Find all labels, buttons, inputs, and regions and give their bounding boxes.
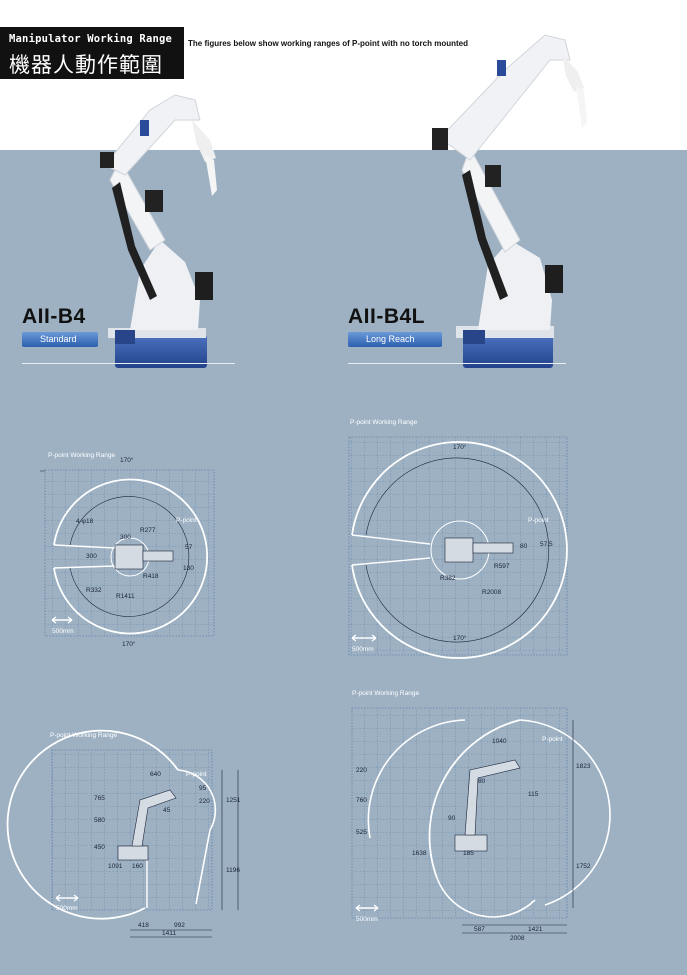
tv-b4-dim-5: 130 (183, 565, 194, 572)
sv-b4-right-1: 1196 (226, 867, 240, 874)
tv-b4-scale: 500mm (52, 628, 74, 635)
tv-b4-dim-0: 300 (120, 534, 131, 541)
top-view-b4-diagram (40, 469, 215, 637)
sv-b4-top-0: 640 (150, 771, 161, 778)
robot-b4-illustration (100, 94, 217, 368)
tv-b4-range-label: P-point Working Range (48, 452, 115, 459)
tv-b4-dim-7: R332 (86, 587, 102, 594)
tv-b4l-dim-0: P-point (528, 517, 549, 524)
tv-b4-dim-1: R277 (140, 527, 156, 534)
sv-b4-top-3: 220 (199, 798, 210, 805)
title-english: Manipulator Working Range (9, 33, 173, 45)
tv-b4l-range-label: P-point Working Range (350, 419, 417, 426)
sv-b4l-bottom-0: 587 (474, 926, 485, 933)
sv-b4l-right-1: 1752 (576, 863, 591, 870)
model-name-b4l: AII-B4L (348, 305, 425, 328)
badge-standard: Standard (22, 332, 98, 347)
sv-b4-bottom-1: 992 (174, 922, 185, 929)
side-view-b4l-diagram (351, 707, 611, 934)
sv-b4-mid-0: 45 (163, 807, 171, 814)
sv-b4-top-2: 95 (199, 785, 207, 792)
sv-b4l-bottom-1: 1421 (528, 926, 543, 933)
sv-b4l-mid-2: 90 (448, 815, 456, 822)
sv-b4-range-label: P-point Working Range (50, 732, 117, 739)
sv-b4l-bottom-2: 2008 (510, 935, 525, 942)
scale-arrow-icons (51, 616, 379, 912)
sv-b4l-top-2: 115 (528, 791, 539, 798)
sv-b4-left-2: 450 (94, 844, 105, 851)
sv-b4-bottom-2: 1411 (162, 930, 176, 937)
sv-b4l-left-1: 760 (356, 797, 367, 804)
sv-b4-mid-2: 1091 (108, 863, 123, 870)
sv-b4l-mid-0: 1638 (412, 850, 427, 857)
tv-b4l-dim-3: R597 (494, 563, 510, 570)
tv-b4l-dim-5: R2008 (482, 589, 502, 596)
model-name-b4: AII-B4 (22, 305, 86, 328)
badge-long-reach: Long Reach (348, 332, 442, 347)
sv-b4-bottom-0: 418 (138, 922, 149, 929)
header-title-box: Manipulator Working Range 機器人動作範圍 (0, 27, 184, 79)
robot-b4l-illustration (432, 34, 587, 368)
top-view-b4l-diagram (348, 436, 568, 659)
tv-b4l-scale: 500mm (352, 646, 374, 653)
sv-b4l-right-0: 1823 (576, 763, 591, 770)
sv-b4-right-0: 1251 (226, 797, 241, 804)
floor-line-left (22, 363, 235, 364)
tv-b4-dim-6: R418 (143, 573, 159, 580)
tv-b4l-angle-bottom: 170° (453, 634, 467, 642)
tv-b4l-angle-top: 170° (453, 443, 467, 451)
title-chinese: 機器人動作範圍 (9, 53, 163, 77)
sv-b4l-left-2: 525 (356, 829, 367, 836)
sv-b4l-top-3: 80 (478, 778, 486, 785)
sv-b4l-left-0: 220 (356, 767, 367, 774)
tv-b4l-dim-1: 57.5 (540, 541, 553, 548)
floor-line-right (348, 363, 566, 364)
sv-b4-left-0: 765 (94, 795, 105, 802)
tv-b4-dim-3: 57 (185, 544, 193, 551)
sv-b4l-top-0: 1040 (492, 738, 507, 745)
tv-b4-dim-4: 300 (86, 553, 97, 560)
sv-b4-left-1: 580 (94, 817, 105, 824)
intro-note: The figures below show working ranges of… (188, 39, 468, 48)
side-view-b4-diagram (6, 729, 239, 938)
sv-b4l-scale: 500mm (356, 916, 378, 923)
sv-b4-top-1: P-point (186, 771, 207, 778)
tv-b4-angle-top: 170° (120, 456, 134, 464)
sv-b4-mid-1: 160 (132, 863, 143, 870)
tv-b4-angle-bottom: 170° (122, 640, 136, 648)
tv-b4-dim-2: P-point (176, 517, 197, 524)
tv-b4l-dim-4: R382 (440, 575, 456, 582)
tv-b4-dim-8: R1411 (116, 593, 135, 600)
sv-b4l-mid-1: 185 (463, 850, 474, 857)
sv-b4-scale: 500mm (56, 905, 78, 912)
tv-b4-mount: 4-φ18 (76, 518, 94, 525)
sv-b4l-top-1: P-point (542, 736, 563, 743)
tv-b4l-dim-2: 80 (520, 543, 528, 550)
sv-b4l-range-label: P-point Working Range (352, 690, 419, 697)
